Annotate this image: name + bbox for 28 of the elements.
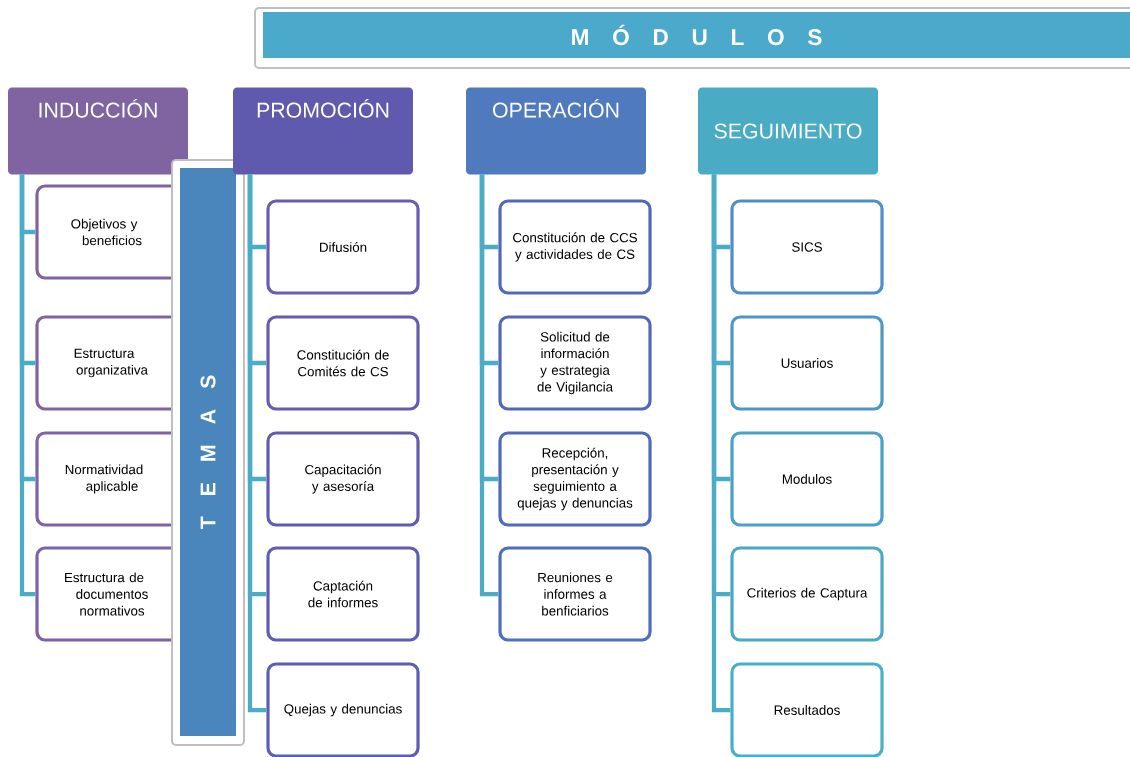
connector (247, 174, 267, 713)
topic-box: Capacitación y asesoría (266, 431, 420, 527)
topic-box: SICS (730, 199, 884, 295)
topic-box: Normatividad aplicable (35, 431, 189, 527)
topic-box: Solicitud de información y estrategia de Vigilancia (498, 315, 652, 411)
header-box: SEGUIMIENTO (698, 87, 878, 175)
topic-box: Captación de informes (266, 546, 420, 642)
topic-box: Recepción, presentación y seguimiento a quejas y denuncias (498, 431, 652, 527)
connector (479, 174, 499, 597)
topic-box: Constitución de Comités de CS (266, 315, 420, 411)
title-band: M Ó D U L O S (263, 12, 1130, 58)
connector (19, 174, 36, 597)
header-box: INDUCCIÓN (8, 87, 188, 175)
topic-box: Reuniones e informes a benficiarios (498, 546, 652, 642)
connector (711, 174, 731, 713)
topic-box: Usuarios (730, 315, 884, 411)
topic-box: Estructura de documentos normativos (35, 546, 189, 642)
topic-box: Quejas y denuncias (266, 662, 420, 757)
header-box: OPERACIÓN (466, 87, 646, 175)
topic-box: Modulos (730, 431, 884, 527)
topic-box: Constitución de CCS y actividades de CS (498, 199, 652, 295)
topic-box: Criterios de Captura (730, 546, 884, 642)
topic-box: Resultados (730, 662, 884, 757)
topic-box: Difusión (266, 199, 420, 295)
topic-box: Objetivos y beneficios (35, 184, 189, 280)
header-box: PROMOCIÓN (233, 87, 413, 175)
topic-box: Estructura organizativa (35, 315, 189, 411)
vertical-band: T E M A S (180, 168, 236, 736)
